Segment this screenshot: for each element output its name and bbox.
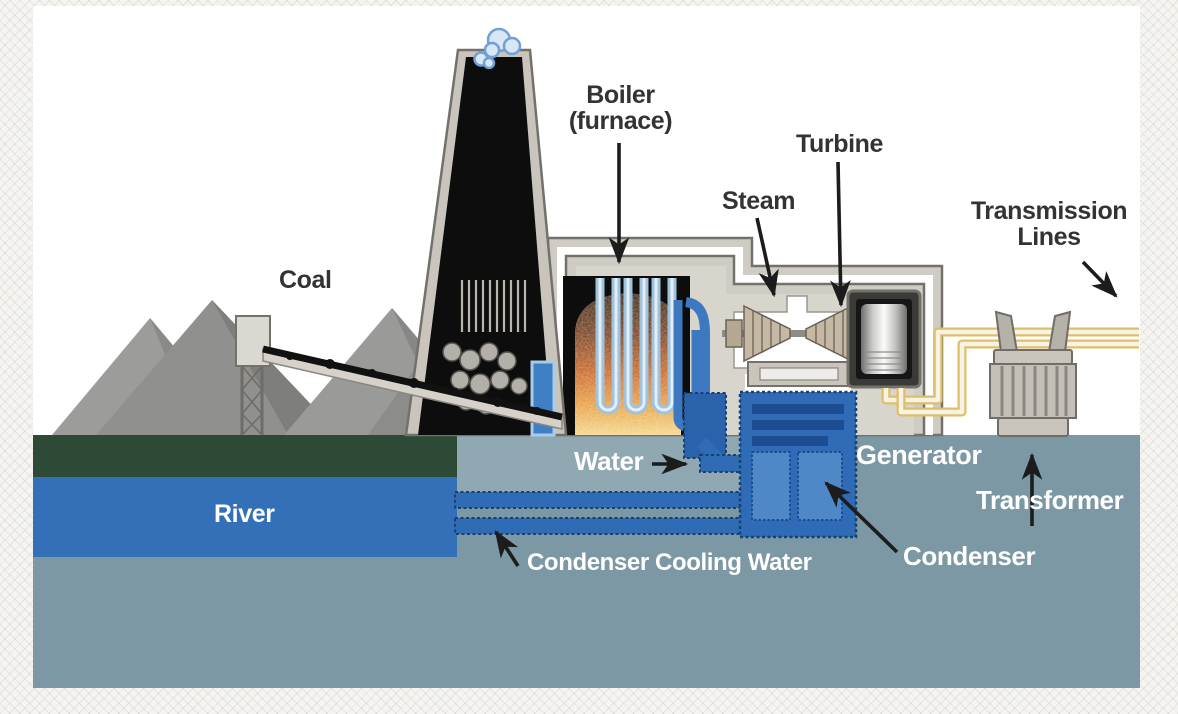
condenser-tube-bundle-left [751, 451, 791, 521]
smoke-puffs [473, 27, 522, 70]
label-transmission-line1: Transmission [970, 197, 1128, 225]
condenser-arrow [824, 481, 899, 554]
label-condenser-cooling-water: Condenser Cooling Water [527, 549, 812, 576]
smokestack [404, 48, 568, 437]
label-boiler-line2: (furnace) [568, 107, 673, 135]
label-condenser: Condenser [903, 541, 1036, 571]
condenser [738, 374, 858, 539]
label-river: River [214, 500, 275, 528]
steam-arrow [755, 217, 779, 298]
label-transformer: Transformer [976, 485, 1124, 515]
label-transmission-lines: Transmission Lines [965, 198, 1133, 250]
boiler-water-coils [595, 278, 701, 432]
transformer [989, 310, 1077, 437]
boiler-downcomer-pipe [684, 297, 710, 396]
label-turbine: Turbine [796, 130, 884, 158]
turbine-rotor-left [743, 304, 791, 363]
coal-conveyor [262, 345, 563, 430]
label-boiler-line1: Boiler [586, 81, 655, 109]
transmission-lines-arrow [1081, 260, 1118, 298]
river-water [33, 477, 457, 557]
ground [33, 435, 1140, 688]
turbine-arrow [830, 161, 851, 308]
condenser-tube-bundle-right [797, 451, 843, 521]
label-coal: Coal [279, 266, 332, 294]
boiler [563, 276, 710, 435]
water-pipe [699, 454, 745, 473]
label-boiler: Boiler (furnace) [553, 82, 688, 134]
label-generator: Generator [856, 440, 982, 470]
condenser-cooling-water-arrow [494, 530, 520, 567]
label-water: Water [574, 446, 644, 476]
generator-cylinder [861, 304, 907, 374]
turbine [722, 295, 863, 387]
economizer-tubes [460, 280, 527, 332]
cooling-pipe-upper [454, 491, 748, 509]
turbine-shaft [722, 330, 862, 337]
label-steam: Steam [722, 187, 796, 215]
label-transmission-line2: Lines [1017, 223, 1081, 251]
transformer-base [997, 417, 1069, 437]
feedwater-system [683, 392, 745, 473]
callout-arrows [494, 143, 1118, 567]
grass-band [33, 435, 457, 477]
generator [846, 289, 922, 389]
smokestack-flue [418, 57, 552, 435]
feedwater-box [683, 392, 727, 459]
